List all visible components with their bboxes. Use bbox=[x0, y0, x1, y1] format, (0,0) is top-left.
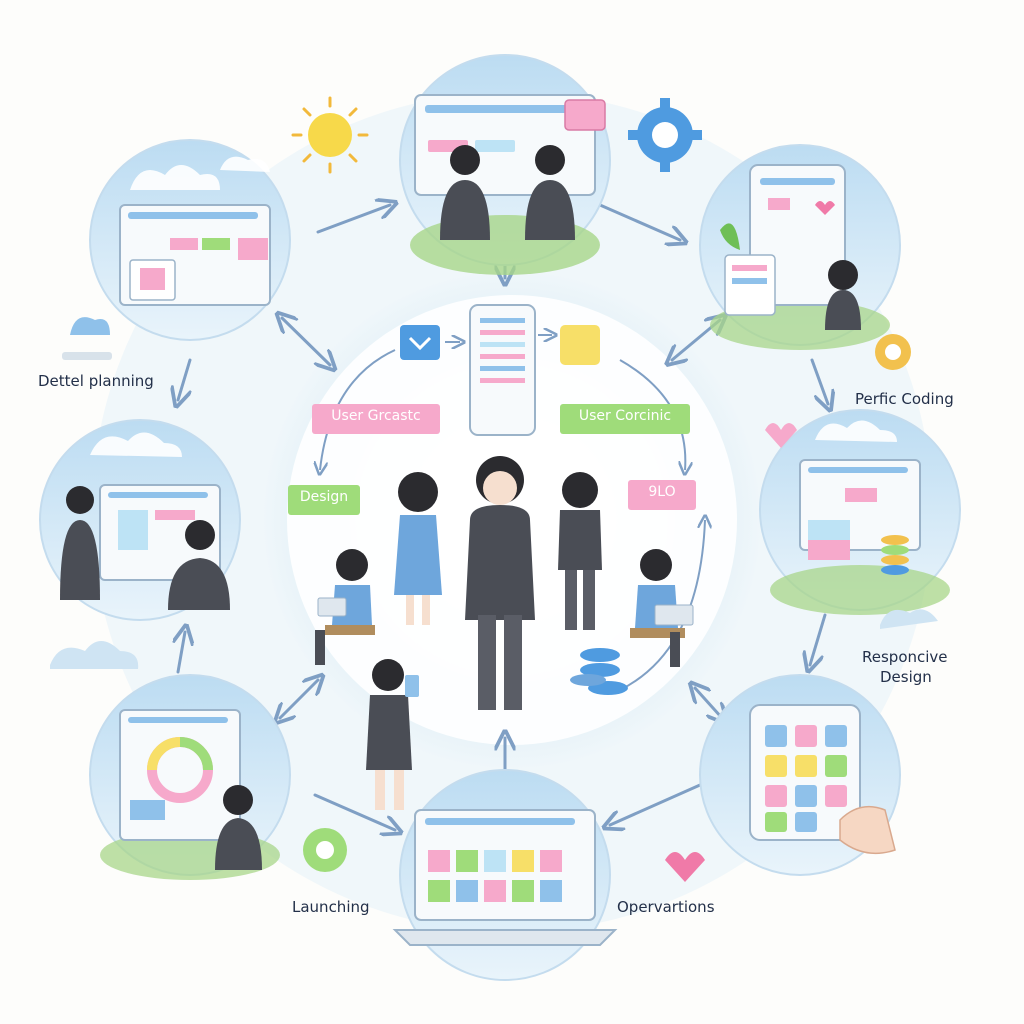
cloud-icon bbox=[62, 317, 112, 360]
person-right-standing bbox=[558, 472, 602, 630]
arrow-8 bbox=[810, 613, 827, 665]
arrow-10 bbox=[280, 680, 318, 718]
sun-icon bbox=[291, 96, 369, 174]
arrow-4 bbox=[282, 318, 330, 365]
label-operations: Opervartions bbox=[617, 898, 715, 916]
label-perfic-coding: Perfic Coding bbox=[855, 390, 954, 408]
bubble-top-right bbox=[699, 144, 901, 350]
bubble-bottom-left bbox=[89, 674, 291, 880]
gear-icon bbox=[628, 98, 702, 172]
coin-stack-icon bbox=[881, 535, 909, 575]
person-man-seated bbox=[630, 549, 694, 667]
arrow-11 bbox=[695, 688, 722, 718]
arrow-2 bbox=[598, 203, 680, 240]
label-responsive-line1: Responcive bbox=[862, 648, 948, 666]
label-responsive-line2: Design bbox=[880, 668, 932, 686]
arrow-13 bbox=[610, 783, 702, 825]
chevron-down-icon bbox=[400, 325, 440, 360]
flow-arrows bbox=[178, 205, 828, 830]
arrow-6 bbox=[178, 358, 190, 400]
bubble-right bbox=[759, 409, 961, 615]
person-center bbox=[465, 456, 535, 710]
bubble-bottom bbox=[392, 769, 618, 981]
bubble-bottom-right bbox=[699, 674, 901, 876]
tag-seo: 9LO bbox=[628, 480, 696, 510]
bubble-top bbox=[399, 54, 611, 275]
person-woman-standing bbox=[394, 472, 442, 625]
tag-user-left: User Grcastc bbox=[312, 404, 440, 434]
label-launching: Launching bbox=[292, 898, 370, 916]
arrow-1 bbox=[316, 205, 390, 234]
arrow-7 bbox=[810, 358, 828, 404]
cloud-icon bbox=[50, 641, 139, 669]
tag-user-right: User Corcinic bbox=[560, 404, 690, 434]
heart-icon bbox=[765, 423, 797, 448]
gear-icon bbox=[303, 828, 347, 872]
cloud-icon bbox=[880, 609, 938, 629]
gear-icon bbox=[875, 334, 911, 370]
arrow-12 bbox=[313, 793, 395, 830]
person-woman-seated bbox=[315, 549, 375, 665]
tag-design: Design bbox=[288, 485, 360, 515]
bubble-top-left bbox=[89, 139, 291, 341]
arrow-9 bbox=[178, 632, 185, 674]
person-back bbox=[366, 659, 419, 810]
arrow-center-5 bbox=[619, 520, 705, 691]
coin-stack-icon bbox=[570, 648, 628, 695]
yellow-block bbox=[560, 325, 600, 365]
pink-note bbox=[564, 99, 606, 131]
arrow-center-3 bbox=[320, 349, 396, 470]
bubble-left bbox=[39, 419, 241, 621]
heart-icon bbox=[665, 852, 705, 882]
label-detail-planning: Dettel planning bbox=[38, 372, 154, 390]
phone-mockup bbox=[469, 304, 536, 436]
